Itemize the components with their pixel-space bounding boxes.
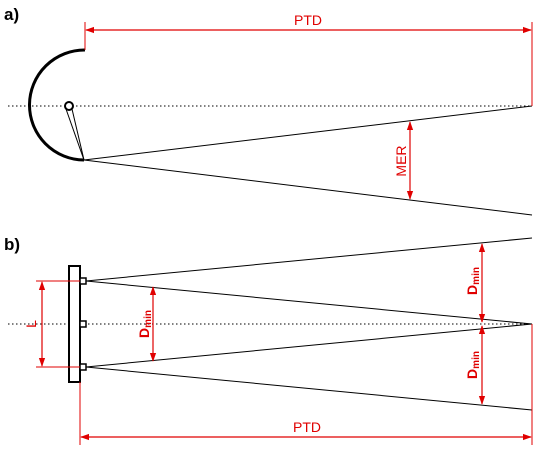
dmin-left-label: Dmin [136, 310, 154, 338]
dmin-right-bottom-main: D [464, 369, 480, 379]
dmin-left-main: D [136, 328, 152, 338]
mer-label: MER [393, 145, 409, 176]
ray-b-bottom-down [85, 366, 533, 411]
eye-ray-1 [65, 108, 85, 161]
l-label: L [23, 320, 39, 328]
panel-b-label: b) [4, 235, 20, 254]
ray-bottom [83, 159, 533, 216]
sensor-bottom [79, 363, 87, 371]
dmin-right-top-main: D [464, 285, 480, 295]
dmin-right-top-label: Dmin [464, 267, 482, 295]
panel-a-label: a) [4, 5, 19, 24]
ray-b-bottom-up [85, 323, 533, 368]
eye-center-circle [64, 101, 74, 111]
ptd-b-label: PTD [293, 419, 321, 435]
ray-b-top-down [85, 280, 533, 325]
sensor-middle [79, 320, 87, 328]
camera-body [68, 265, 81, 383]
ptd-a-label: PTD [294, 12, 322, 28]
eye-arc [28, 48, 86, 162]
sensor-top [79, 277, 87, 285]
eye-ray-2 [71, 108, 85, 161]
dmin-right-bottom-sub: min [471, 351, 482, 369]
dmin-right-top-sub: min [471, 267, 482, 285]
dmin-right-bottom-label: Dmin [464, 351, 482, 379]
ray-top [83, 105, 533, 161]
dmin-left-sub: min [143, 310, 154, 328]
ray-b-top-up [85, 237, 533, 282]
